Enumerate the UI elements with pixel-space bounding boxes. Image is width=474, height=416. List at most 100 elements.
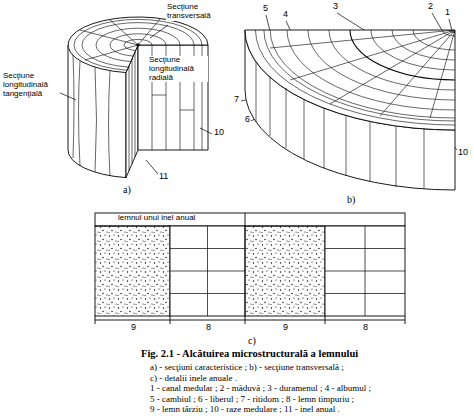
trunk-sector-b-part-part [290,30,455,80]
callout-number: 11 [158,172,169,182]
annual-ring-detail-c-part [170,226,405,316]
annual-ring-detail-c-part [95,226,170,316]
part-letter: a) [122,184,132,195]
trunk-sector-b-part-part [256,62,257,122]
log-section-a-part-part [95,67,97,172]
annual-ring-detail-c-part-part [170,293,245,294]
leader-lines-part [449,19,452,31]
trunk-sector-b-part-part [264,30,455,121]
annual-ring-detail-c-part [245,316,246,324]
callout-number: 10 [457,148,469,158]
annual-ring-detail-c-part-part [170,271,245,272]
part-letter: b) [346,194,356,205]
trunk-sector-b-part-part [330,30,455,104]
part-letter: c) [247,335,257,346]
ring-header: lemnul unui inel anual [118,214,195,223]
callout-number: 6 [244,115,251,125]
trunk-sector-b-part-part [270,30,455,118]
trunk-sector-b-part-part [324,108,325,168]
callout-number: 7 [233,95,240,105]
log-section-a-part-part [135,52,136,157]
trunk-sector-b-part-part [424,129,425,189]
section-label: Secţiune transversală [166,3,230,21]
annual-ring-detail-c [95,213,405,324]
trunk-sector-b-part-part [413,30,455,50]
annual-ring-detail-c-part [95,213,405,226]
log-section-a-part [138,45,208,150]
annual-ring-detail-c-part [325,316,326,324]
callout-number: 1 [444,8,451,18]
log-section-a-part [137,44,139,46]
trunk-sector-b [245,30,455,190]
trunk-sector-b-part-part [346,116,347,176]
leader-lines-part [432,13,443,32]
legend-line: a) - secţiuni caracteristice ; b) - secţ… [150,362,344,372]
annual-ring-detail-c-part-part [325,248,405,249]
log-section-a-part-part [180,110,194,111]
log-section-a-part-part [110,20,138,45]
leader-lines-part [266,15,270,31]
trunk-sector-b-part-part [392,30,455,60]
trunk-sector-b-part-part [304,99,305,159]
dimension-number: 8 [362,323,369,333]
annual-ring-detail-c-part [405,316,406,324]
trunk-sector-b-part-part [350,30,455,80]
section-label: Secţiune longitudinală radială [148,56,208,82]
annual-ring-detail-c-part-part [325,271,405,272]
section-label: Secţiune longitudinală tangenţială [2,72,60,98]
trunk-sector-b-part [256,30,456,125]
trunk-sector-b-part-part [270,30,455,48]
log-section-a-part-part [138,19,160,45]
trunk-sector-b-part-part [430,30,455,118]
log-section-a-part-part [79,61,81,166]
annual-ring-detail-c-part [95,316,96,324]
log-section-a-part-part [85,45,138,60]
dimension-number: 9 [282,323,289,333]
annual-ring-detail-c-part [325,226,405,316]
log-section-a-part-part [124,39,152,50]
callout-number: 4 [282,10,289,20]
trunk-sector-b-part [256,62,424,189]
annual-ring-detail-c-part [170,316,171,324]
annual-ring-detail-c-part-part [325,293,405,294]
legend-line: 1 - canal medular ; 2 - măduvă ; 3 - dur… [150,383,371,393]
leader-lines-part [146,160,158,174]
callout-number: 10 [213,128,225,138]
callout-number: 3 [332,2,339,12]
leader-lines-part [58,92,76,100]
dimension-number: 8 [205,323,212,333]
trunk-sector-b-part-part [286,88,287,148]
callout-number: 5 [262,4,269,14]
legend-line: 9 - lemn târziu ; 10 - raze medulare ; 1… [150,404,340,414]
dimension-number: 9 [130,323,137,333]
trunk-sector-b-part-part [287,30,455,110]
annual-ring-detail-c-part-part [170,248,245,249]
trunk-sector-b-part-part [256,30,456,125]
log-section-a-part-part [73,55,74,158]
legend-line: c) - detalii inele anuale . [150,373,237,383]
log-section-a-part-part [129,66,130,171]
legend-line: 5 - cambiul ; 6 - liberul ; 7 - ritidom … [150,394,354,404]
log-section-a-part-part [109,71,111,176]
log-section-a-part-part [132,59,133,164]
leader-lines-part [200,128,212,134]
trunk-sector-b-part-part [371,30,455,70]
trunk-sector-b-part [245,30,455,190]
trunk-sector-b-part [245,30,455,130]
callout-number: 2 [427,2,434,12]
trunk-sector-b-part-part [308,30,455,100]
trunk-sector-b-part-part [380,30,455,116]
annual-ring-detail-c-part [245,226,325,316]
log-section-a [68,17,208,178]
figure-title: Fig. 2.1 - Alcătuirea microstructurală a… [141,348,358,360]
trunk-sector-b-part-part [329,30,455,90]
log-section-a-part-part [110,34,166,56]
annual-ring-detail-c-part [170,226,245,316]
annual-ring-detail-c-part [245,213,246,226]
leader-lines-part [150,25,168,38]
annual-ring-detail-c-part [95,320,405,321]
trunk-sector-b-part-part [370,122,371,182]
trunk-sector-b-part-part [396,127,397,187]
log-section-a-part-part [152,95,166,96]
